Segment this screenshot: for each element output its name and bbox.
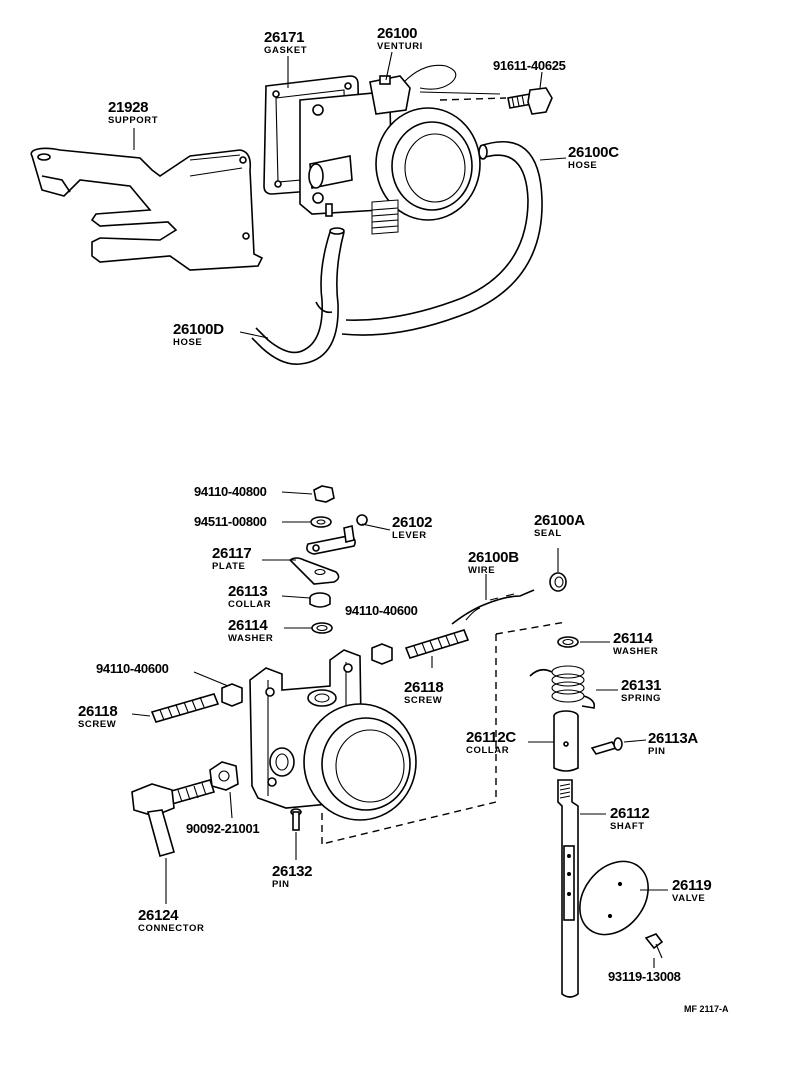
connector	[131, 779, 216, 904]
throttle-body	[249, 649, 417, 821]
label-90092-21001: 90092-21001	[186, 821, 260, 836]
nut-90092	[209, 761, 239, 819]
bolt-91611-40625	[439, 87, 553, 115]
nut-94110-40800	[281, 485, 335, 503]
washer-26114a	[284, 622, 333, 634]
wire	[451, 574, 535, 625]
label-93119-13008: 93119-13008	[608, 969, 681, 984]
label-94110-40800: 94110-40800	[194, 484, 267, 499]
support-bracket	[30, 147, 264, 271]
screw-26118-left	[131, 693, 220, 723]
washer-26114b	[557, 636, 610, 648]
nut-94110-40600-top	[371, 643, 393, 665]
seal	[549, 548, 567, 592]
collar-26112c	[528, 710, 579, 772]
figure-reference: MF 2117-A	[684, 1004, 729, 1014]
hose-26100d	[251, 227, 345, 365]
pin-26132	[290, 808, 302, 860]
spring	[529, 665, 618, 709]
screw-26118-upper	[404, 629, 470, 668]
dashed-alignment	[321, 621, 567, 845]
washer-94511	[282, 516, 332, 528]
pin-26113a	[590, 737, 647, 755]
label-91611-40625: 91611-40625	[493, 58, 566, 73]
leaders-upper	[133, 51, 567, 339]
valve	[579, 860, 668, 936]
hose-26100c	[341, 141, 543, 336]
screw-93119	[644, 933, 664, 968]
lever	[306, 514, 391, 555]
label-94511-00800: 94511-00800	[194, 514, 267, 529]
nut-94110-40600-left	[193, 671, 243, 707]
venturi	[299, 64, 501, 235]
label-94110-40600-left: 94110-40600	[96, 661, 169, 676]
shaft	[557, 779, 606, 998]
label-94110-40600-top: 94110-40600	[345, 603, 418, 618]
collar-26113	[281, 592, 331, 608]
plate	[262, 557, 340, 585]
